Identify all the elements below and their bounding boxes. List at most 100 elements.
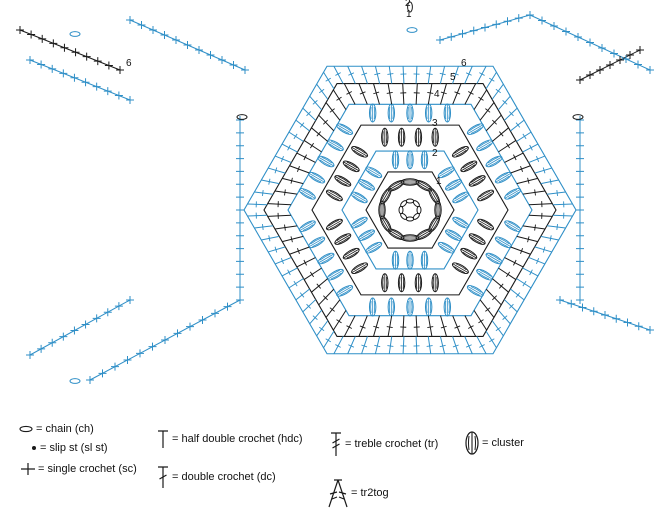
double-crochet-stitch — [373, 83, 380, 105]
double-crochet-stitch — [274, 225, 298, 230]
single-crochet-stitch — [469, 26, 478, 35]
cluster-stitch — [443, 103, 452, 123]
row-number-label: 6 — [126, 58, 132, 69]
cluster-stitch — [406, 150, 414, 170]
cluster-stitch — [466, 285, 484, 297]
double-crochet-stitch — [343, 83, 356, 105]
cluster-stitch — [460, 247, 478, 260]
single-crochet-stitch — [211, 309, 219, 318]
cluster-stitch — [397, 273, 406, 293]
legend-half-double-crochet-label: = half double crochet (hdc) — [172, 433, 303, 445]
legend-tr2tog: = tr2tog — [325, 476, 389, 510]
double-crochet-stitch — [309, 95, 323, 111]
cluster-stitch — [414, 273, 423, 293]
cluster-stitch — [298, 188, 316, 200]
center-chain-stitch — [398, 205, 404, 215]
double-crochet-stitch — [323, 71, 335, 90]
single-crochet-stitch — [126, 96, 134, 104]
row-number-label: 3 — [432, 118, 438, 129]
center-chain-stitch — [405, 216, 415, 222]
single-crochet-stitch — [149, 26, 157, 34]
double-crochet-stitch — [296, 152, 316, 163]
single-crochet-stitch — [634, 60, 642, 69]
cluster-stitch — [434, 200, 442, 220]
double-crochet-stitch — [387, 315, 393, 337]
chain-stitch — [572, 114, 584, 120]
double-crochet-stitch — [261, 235, 280, 241]
double-crochet-stitch — [288, 131, 304, 142]
double-crochet-stitch — [534, 167, 552, 174]
double-crochet-stitch — [332, 89, 347, 110]
double-crochet-stitch — [473, 89, 488, 110]
single-crochet-stitch — [612, 314, 621, 323]
double-crochet-stitch — [289, 246, 310, 255]
double-crochet-stitch — [302, 299, 317, 313]
single-crochet-stitch — [576, 167, 584, 176]
cluster-stitch — [379, 215, 392, 233]
single-crochet-stitch — [447, 32, 456, 41]
double-crochet-stitch — [439, 66, 446, 84]
double-crochet-stitch — [427, 83, 433, 105]
double-crochet-stitch — [332, 310, 347, 331]
single-crochet-stitch — [538, 16, 546, 25]
single-crochet-stitch — [596, 66, 604, 74]
row-number-label: 4 — [434, 89, 440, 100]
single-crochet-stitch — [576, 270, 584, 279]
single-crochet-stitch — [623, 318, 632, 327]
single-crochet-stitch — [436, 36, 444, 44]
cluster-stitch — [437, 166, 455, 179]
cluster-stitch — [477, 218, 495, 231]
cluster-stitch — [365, 166, 383, 179]
double-crochet-stitch — [309, 309, 323, 325]
double-crochet-stitch — [497, 95, 511, 111]
cluster-stitch — [351, 146, 369, 158]
double-crochet-stitch — [415, 66, 418, 84]
single-crochet-stitch — [81, 320, 90, 329]
cluster-stitch — [452, 191, 470, 204]
double-crochet-stitch — [452, 315, 462, 337]
single-crochet-stitch — [236, 193, 244, 202]
double-crochet-stitch — [546, 225, 566, 229]
single-crochet-stitch — [59, 69, 68, 78]
double-crochet-stitch — [347, 66, 356, 84]
double-crochet-stitch — [282, 235, 304, 243]
single-crochet-stitch — [223, 302, 232, 311]
row-number-label: 1 — [436, 176, 442, 187]
single-crochet-stitch — [161, 336, 169, 344]
cluster-stitch — [477, 189, 495, 202]
double-crochet-stitch — [427, 66, 432, 84]
double-crochet-stitch — [522, 143, 539, 153]
double-crochet-stitch — [282, 177, 304, 185]
double-crochet-stitch — [522, 225, 546, 230]
single-crochet-stitch — [37, 344, 46, 353]
double-crochet-stitch — [440, 83, 447, 105]
arm-line — [19, 29, 121, 71]
cluster-stitch — [445, 179, 462, 191]
single-crochet-stitch — [236, 270, 244, 279]
row-number-label: 6 — [461, 58, 467, 69]
double-crochet-stitch — [402, 66, 405, 84]
single-crochet-stitch — [206, 51, 215, 59]
cluster-stitch — [420, 250, 429, 270]
cluster-stitch — [504, 220, 522, 232]
single-crochet-stitch — [236, 154, 244, 163]
cluster-stitch — [336, 123, 354, 135]
cluster-stitch — [387, 103, 396, 123]
double-crochet-stitch — [402, 315, 405, 337]
cluster-stitch — [342, 247, 360, 260]
cluster-stitch — [476, 139, 494, 152]
double-crochet-stitch — [358, 83, 368, 105]
legend-single-crochet: = single crochet (sc) — [18, 461, 137, 477]
double-crochet-stitch — [254, 225, 274, 229]
legend-single-crochet-label: = single crochet (sc) — [38, 463, 137, 475]
double-crochet-stitch — [504, 152, 524, 163]
cluster-stitch — [334, 233, 352, 245]
double-crochet-stitch — [387, 83, 393, 105]
double-crochet-stitch — [388, 66, 393, 84]
single-crochet-stitch — [111, 362, 119, 371]
double-crochet-stitch — [296, 257, 316, 268]
single-crochet-stitch — [550, 22, 558, 30]
row-number-label: 5 — [450, 72, 456, 83]
double-crochet-stitch — [491, 83, 504, 100]
